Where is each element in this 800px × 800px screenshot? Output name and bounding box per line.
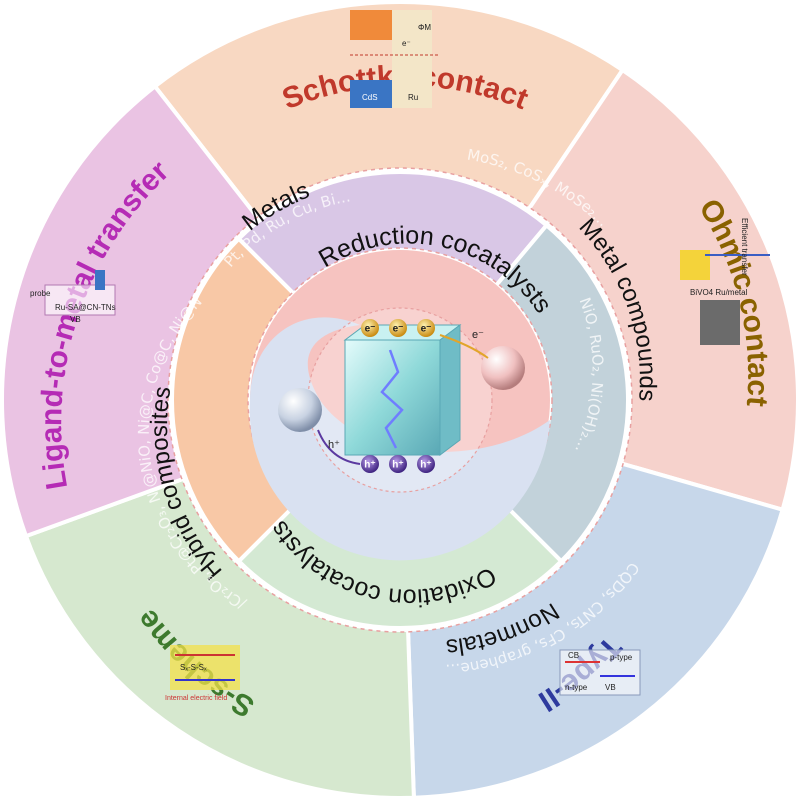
center-illustration: e⁻ e⁻ e⁻ h⁺ h⁺ h⁺ e⁻ h⁺ (278, 319, 525, 473)
sscheme-inset-box (170, 645, 240, 690)
type2-vb-label: VB (605, 683, 616, 692)
ligand-vb: VB (70, 315, 81, 324)
schottky-band-bottom (350, 80, 392, 108)
hole-1 (361, 455, 379, 473)
hole-label-1: h⁺ (364, 460, 375, 471)
schottky-phi-label: ΦM (418, 23, 431, 32)
electron-transfer-arrow (439, 334, 489, 359)
oxidation-half (249, 317, 550, 561)
electron-arrow-label: e⁻ (472, 329, 484, 341)
ligand-metal: Ru-SA@CN-TNs (55, 303, 116, 312)
reduction-sphere (481, 346, 525, 390)
schottky-band-top (350, 10, 392, 40)
hole-3 (417, 455, 435, 473)
outer-dashed-border (167, 167, 633, 633)
hole-2 (389, 455, 407, 473)
electron-label-1: e⁻ (365, 324, 376, 335)
ohmic-text1: Efficient transfer (740, 218, 749, 276)
ligand-band (95, 270, 105, 290)
hole-transfer-arrow (317, 429, 361, 465)
ohmic-metal (700, 300, 740, 345)
sscheme-text: Sₓ-S-Sₓ (180, 663, 207, 672)
schottky-right-label: Ru (408, 93, 418, 102)
ligand-probe: probe (30, 289, 51, 298)
oxidation-sphere (278, 388, 322, 432)
hole-label-2: h⁺ (392, 460, 403, 471)
charge-path (380, 349, 404, 449)
hole-label-3: h⁺ (420, 460, 431, 471)
type2-inset-box (559, 649, 641, 696)
electron-3 (417, 319, 435, 337)
middle-dashed-border (247, 247, 553, 553)
type2-n-label: n-type (565, 683, 588, 692)
hole-arrow-label: h⁺ (328, 439, 340, 451)
schottky-metal (392, 10, 432, 108)
type2-cb-label: CB (568, 651, 579, 660)
electron-2 (389, 319, 407, 337)
ohmic-text2: BiVO4 Ru/metal (690, 288, 748, 297)
electron-1 (361, 319, 379, 337)
type2-p-label: p-type (610, 653, 633, 662)
crystal-side (439, 324, 461, 456)
sscheme-bottom: Internal electric field (165, 695, 227, 702)
electron-label-3: e⁻ (421, 324, 432, 335)
schottky-left-label: CdS (362, 93, 378, 102)
schottky-e-label: e⁻ (402, 39, 411, 48)
electron-label-2: e⁻ (393, 324, 404, 335)
